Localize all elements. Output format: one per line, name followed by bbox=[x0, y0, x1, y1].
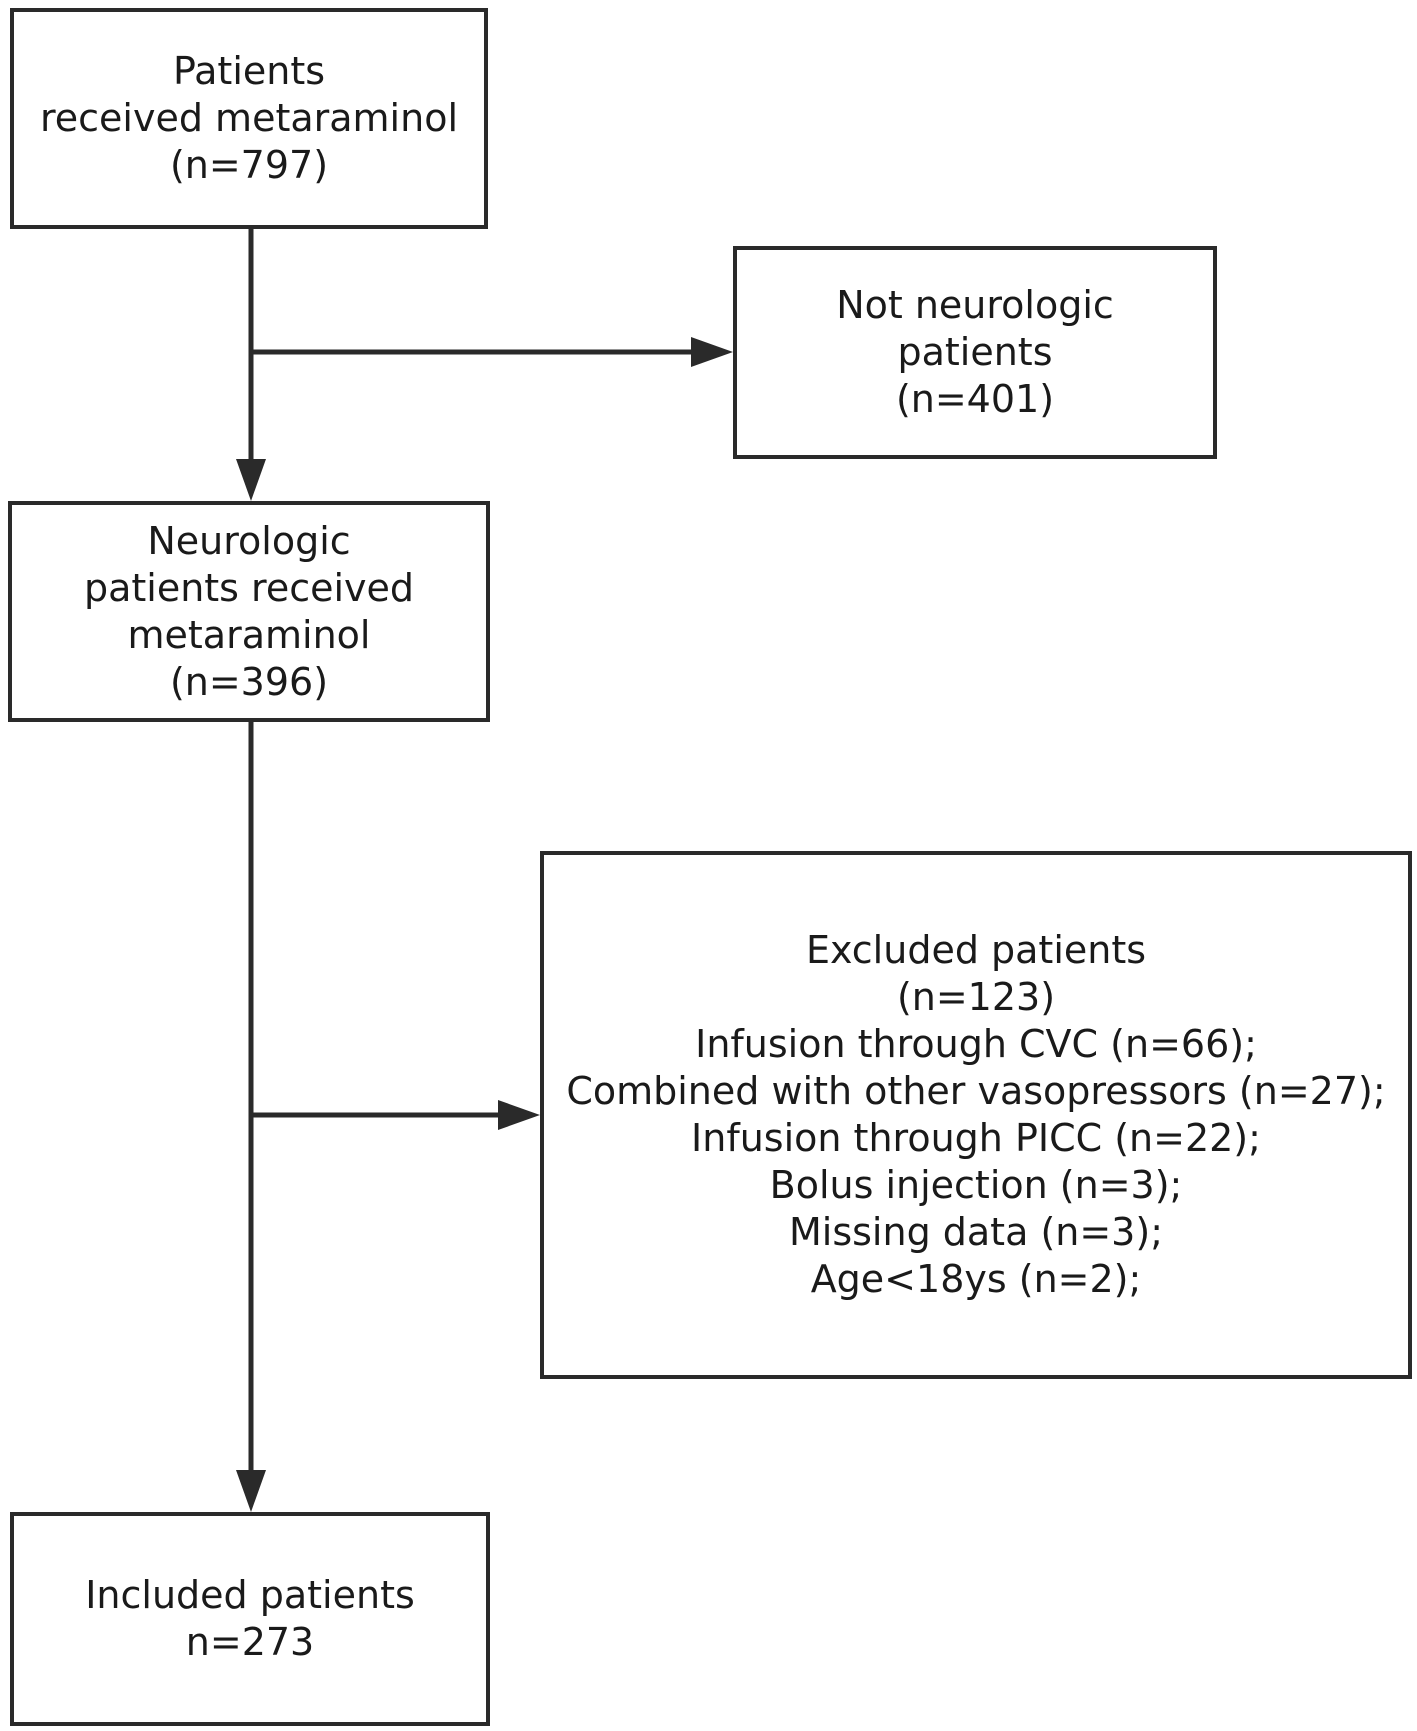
exclusion-reason: Bolus injection (n=3); bbox=[769, 1163, 1183, 1207]
exclusion-reason: Infusion through CVC (n=66); bbox=[695, 1022, 1257, 1066]
node-text-line: Not neurologic bbox=[836, 283, 1114, 327]
node-text-line: received metaraminol bbox=[39, 96, 459, 140]
node-text-line: Excluded patients bbox=[805, 928, 1147, 972]
exclusion-reason: Infusion through PICC (n=22); bbox=[691, 1116, 1261, 1160]
node-text-line: Included patients bbox=[85, 1573, 415, 1617]
arrowhead-included bbox=[236, 1470, 266, 1512]
arrowhead-not-neurologic bbox=[691, 337, 733, 367]
exclusion-reason: Combined with other vasopressors (n=27); bbox=[566, 1069, 1386, 1113]
arrowhead-excluded bbox=[498, 1100, 540, 1130]
node-included-patients: Included patients n=273 bbox=[10, 1512, 490, 1726]
node-count: (n=123) bbox=[896, 975, 1056, 1019]
node-text-line: metaraminol bbox=[127, 612, 371, 657]
node-count: n=273 bbox=[185, 1620, 315, 1664]
exclusion-reason: Age<18ys (n=2); bbox=[810, 1257, 1142, 1301]
exclusion-reason: Missing data (n=3); bbox=[788, 1210, 1163, 1254]
node-neurologic-patients: Neurologic patients received metaraminol… bbox=[8, 501, 490, 722]
node-text-line: patients bbox=[897, 330, 1053, 374]
node-text-line: Neurologic bbox=[147, 518, 351, 563]
node-excluded-patients: Excluded patients (n=123) Infusion throu… bbox=[540, 851, 1412, 1379]
node-count: (n=797) bbox=[169, 143, 329, 187]
arrowhead-neurologic bbox=[236, 459, 266, 501]
node-text-line: patients received bbox=[83, 565, 415, 610]
node-not-neurologic-patients: Not neurologic patients (n=401) bbox=[733, 246, 1217, 459]
node-patients-received-metaraminol: Patients received metaraminol (n=797) bbox=[10, 8, 488, 229]
node-count: (n=401) bbox=[895, 377, 1055, 421]
node-text-line: Patients bbox=[172, 49, 326, 93]
node-count: (n=396) bbox=[169, 659, 329, 704]
